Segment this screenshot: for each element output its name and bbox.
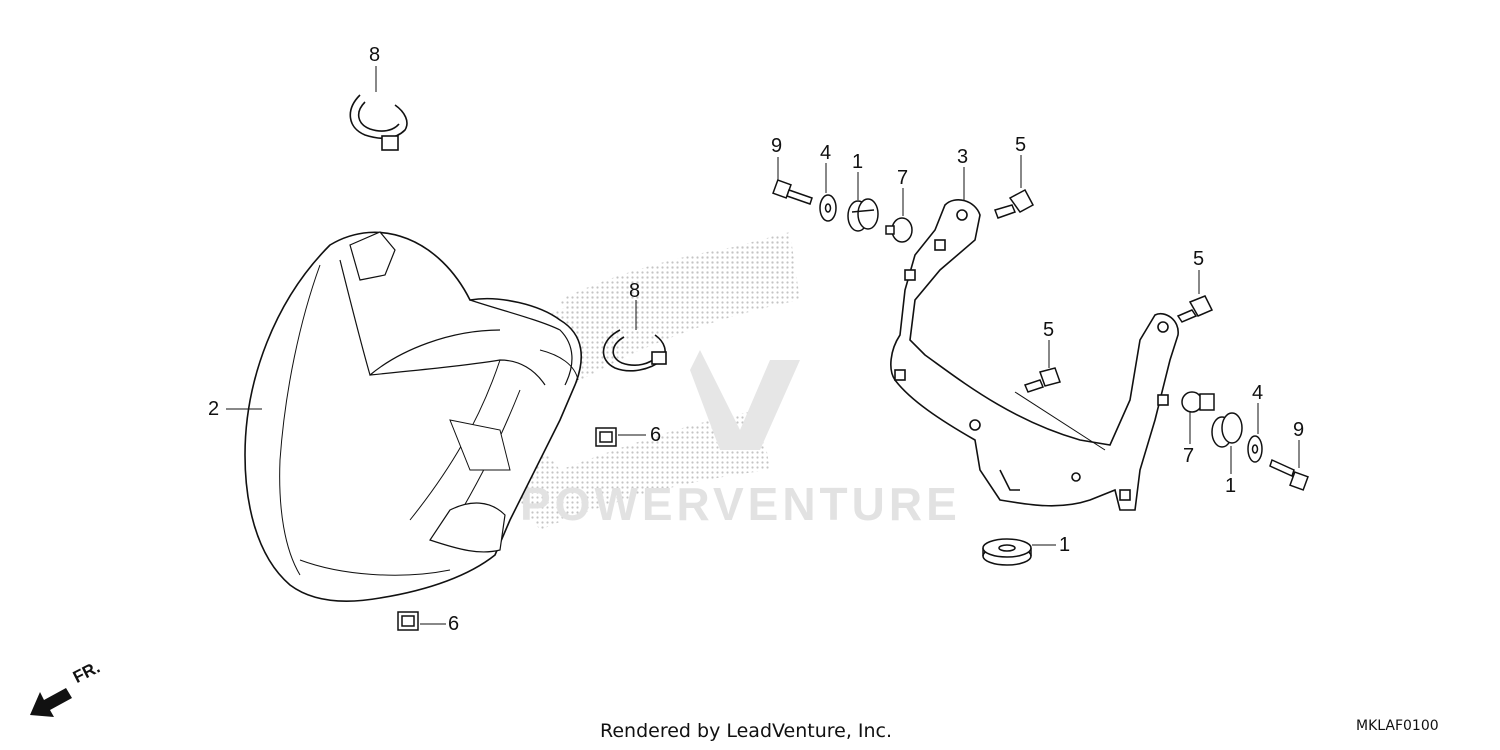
callout-4-left: 4 xyxy=(820,142,832,164)
bolt-5-top xyxy=(994,188,1035,219)
callout-6-middle: 6 xyxy=(650,424,662,446)
washer-4-right xyxy=(1247,435,1263,463)
grommet-1-right xyxy=(1211,412,1243,448)
bolt-9-left xyxy=(772,179,813,205)
callout-5-right: 5 xyxy=(1193,248,1205,270)
bolt-5-middle xyxy=(1023,367,1061,393)
washer-4-left xyxy=(819,194,837,222)
clip-lower xyxy=(397,611,419,631)
headlight-housing xyxy=(244,231,583,602)
band-middle xyxy=(602,329,667,372)
callout-8-middle: 8 xyxy=(629,280,641,302)
collar-7-right xyxy=(1181,391,1215,413)
mounting-bracket xyxy=(890,199,1179,511)
callout-5-middle: 5 xyxy=(1043,319,1055,341)
band-upper xyxy=(349,94,408,151)
bolt-9-right xyxy=(1269,458,1309,491)
front-direction-arrow xyxy=(30,688,72,717)
callout-7-left: 7 xyxy=(897,167,909,189)
callout-9-left: 9 xyxy=(771,135,783,157)
callout-5-top: 5 xyxy=(1015,134,1027,156)
callout-7-right: 7 xyxy=(1183,445,1195,467)
bolt-5-right xyxy=(1176,295,1214,323)
clip-middle xyxy=(595,427,617,447)
callout-1-bottom: 1 xyxy=(1059,534,1071,556)
callout-1-left: 1 xyxy=(852,151,864,173)
callout-2: 2 xyxy=(208,398,220,420)
callout-3: 3 xyxy=(957,146,969,168)
callout-8-upper: 8 xyxy=(369,44,381,66)
callout-9-right: 9 xyxy=(1293,419,1305,441)
callout-4-right: 4 xyxy=(1252,382,1264,404)
watermark-text: POWERVENTURE xyxy=(520,478,961,530)
grommet-1-bottom xyxy=(982,538,1032,566)
leader-lines xyxy=(226,66,1300,625)
diagram-code: MKLAF0100 xyxy=(1356,718,1439,734)
grommet-1-left xyxy=(847,198,879,232)
render-credit: Rendered by LeadVenture, Inc. xyxy=(600,720,893,742)
collar-7-left xyxy=(885,217,913,243)
callout-1-right: 1 xyxy=(1225,475,1237,497)
callout-6-lower: 6 xyxy=(448,613,460,635)
